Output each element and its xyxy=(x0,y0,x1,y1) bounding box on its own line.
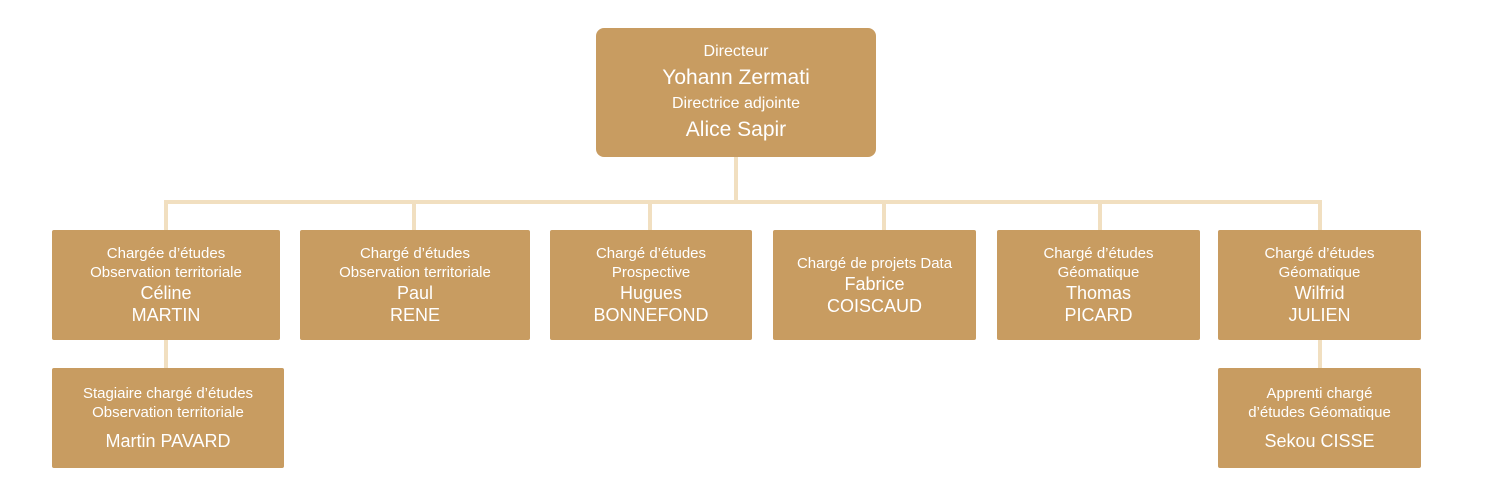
staff-name-line: Céline xyxy=(140,283,192,303)
director-box: Directeur Yohann Zermati Directrice adjo… xyxy=(596,28,876,157)
connector-staff-1-to-intern xyxy=(164,340,168,368)
staff-name-line: JULIEN xyxy=(1288,305,1351,325)
staff-name-line: BONNEFOND xyxy=(593,305,709,325)
apprentice-name: Sekou CISSE xyxy=(1264,431,1375,451)
staff-role-line: Chargée d’études xyxy=(106,245,226,262)
staff-name-line: MARTIN xyxy=(131,305,201,325)
staff-box-celine-martin: Chargée d’études Observation territorial… xyxy=(52,230,280,340)
intern-box-martin-pavard: Stagiaire chargé d’études Observation te… xyxy=(52,368,284,468)
apprentice-role-line: Apprenti chargé xyxy=(1266,385,1373,402)
staff-box-thomas-picard: Chargé d’études Géomatique Thomas PICARD xyxy=(997,230,1200,340)
staff-name-line: RENE xyxy=(389,305,440,325)
deputy-name: Alice Sapir xyxy=(685,117,787,141)
intern-role-line: Stagiaire chargé d’études xyxy=(82,385,254,402)
staff-name-line: Paul xyxy=(396,283,434,303)
intern-role-line: Observation territoriale xyxy=(92,404,244,421)
connector-staff-6-to-apprentice xyxy=(1318,340,1322,368)
staff-box-wilfrid-julien: Chargé d’études Géomatique Wilfrid JULIE… xyxy=(1218,230,1421,340)
apprentice-role-line: d’études Géomatique xyxy=(1248,404,1391,421)
staff-box-fabrice-coiscaud: Chargé de projets Data Fabrice COISCAUD xyxy=(773,230,976,340)
staff-role-line: Observation territoriale xyxy=(339,264,491,281)
connector-to-staff-3 xyxy=(648,202,652,230)
connector-to-staff-2 xyxy=(412,202,416,230)
staff-role-line: Géomatique xyxy=(1057,264,1140,281)
staff-role-line: Observation territoriale xyxy=(90,264,242,281)
connector-horizontal-bus xyxy=(164,200,1322,204)
staff-name-line: Wilfrid xyxy=(1294,283,1345,303)
connector-director-down xyxy=(734,156,738,202)
staff-role-line: Chargé d’études xyxy=(359,245,471,262)
staff-role-line: Prospective xyxy=(611,264,691,281)
staff-name-line: Hugues xyxy=(619,283,683,303)
staff-name-line: Thomas xyxy=(1065,283,1132,303)
staff-role-line: Géomatique xyxy=(1278,264,1361,281)
staff-role-line: Chargé d’études xyxy=(1043,245,1154,262)
staff-role-line: Chargé de projets Data xyxy=(796,254,953,272)
director-role: Directeur xyxy=(703,42,769,60)
connector-to-staff-1 xyxy=(164,202,168,230)
connector-to-staff-6 xyxy=(1318,202,1322,230)
deputy-role: Directrice adjointe xyxy=(671,94,801,112)
director-name: Yohann Zermati xyxy=(662,65,810,89)
staff-box-hugues-bonnefond: Chargé d’études Prospective Hugues BONNE… xyxy=(550,230,752,340)
apprentice-box-sekou-cisse: Apprenti chargé d’études Géomatique Seko… xyxy=(1218,368,1421,468)
connector-to-staff-5 xyxy=(1098,202,1102,230)
staff-name-line: Fabrice xyxy=(844,273,905,294)
staff-box-paul-rene: Chargé d’études Observation territoriale… xyxy=(300,230,530,340)
staff-name-line: COISCAUD xyxy=(826,295,922,316)
staff-role-line: Chargé d’études xyxy=(595,245,707,262)
connector-to-staff-4 xyxy=(882,202,886,230)
staff-name-line: PICARD xyxy=(1064,305,1133,325)
staff-role-line: Chargé d’études xyxy=(1264,245,1375,262)
intern-name: Martin PAVARD xyxy=(105,431,231,451)
